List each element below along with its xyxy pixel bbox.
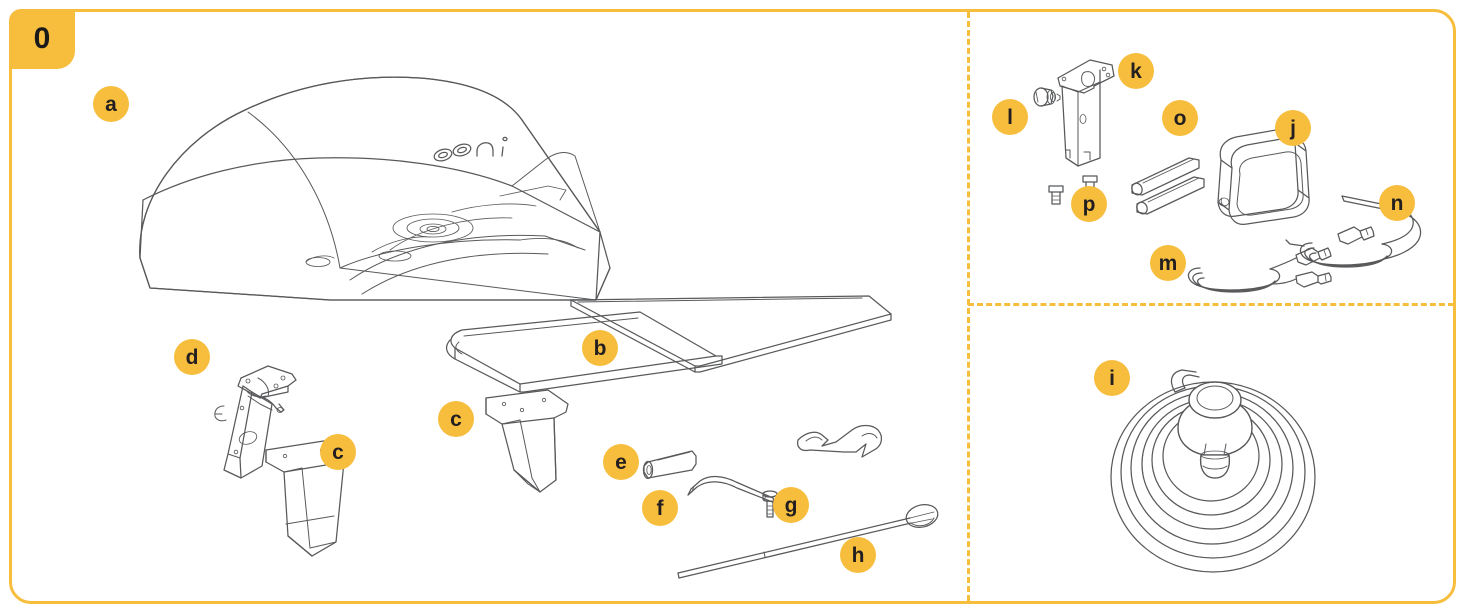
- gas-jet-art: [642, 450, 697, 480]
- callout-badge-gas-hose-regulator[interactable]: i: [1094, 360, 1130, 396]
- callout-badge-oven-leg[interactable]: c: [438, 401, 474, 437]
- callout-badge-short-cable[interactable]: m: [1150, 245, 1186, 281]
- panel-divider-horizontal: [968, 303, 1454, 306]
- callout-badge-long-cable[interactable]: n: [1379, 185, 1415, 221]
- callout-badge-batteries[interactable]: o: [1162, 100, 1198, 136]
- baking-stone-art: [445, 295, 892, 393]
- callout-badge-screw[interactable]: g: [773, 487, 809, 523]
- callout-badge-cleaning-brush-rod[interactable]: h: [840, 537, 876, 573]
- gas-hose-regulator-art: [1110, 369, 1316, 573]
- oven-leg-art-1: [485, 389, 569, 493]
- step-number-badge: 0: [9, 9, 75, 69]
- callout-badge-bolts[interactable]: p: [1071, 186, 1107, 222]
- callout-badge-burner-bracket[interactable]: d: [174, 339, 210, 375]
- callout-badge-burner-unit[interactable]: j: [1275, 110, 1311, 146]
- callout-badge-gas-jet[interactable]: e: [603, 444, 639, 480]
- burner-bracket-art: [214, 365, 297, 479]
- diagram-frame: [9, 9, 1456, 604]
- callout-badge-mounting-plate[interactable]: k: [1118, 53, 1154, 89]
- mounting-plate-art: [1057, 59, 1115, 167]
- batteries-art: [1131, 157, 1205, 215]
- brush-rod-art: [677, 504, 939, 579]
- callout-badge-bent-tube[interactable]: f: [642, 490, 678, 526]
- wrench-art: [796, 424, 883, 458]
- brand-wordmark: [433, 136, 508, 162]
- callout-badge-knob[interactable]: l: [992, 99, 1028, 135]
- callout-badge-baking-stone[interactable]: b: [582, 330, 618, 366]
- panel-divider-vertical: [967, 12, 970, 601]
- bent-tube-art: [687, 476, 776, 504]
- callout-badge-oven-body[interactable]: a: [93, 86, 129, 122]
- knob-art: [1033, 87, 1061, 107]
- oven-body-art: [139, 76, 611, 301]
- callout-badge-oven-leg[interactable]: c: [320, 434, 356, 470]
- short-cable-art: [1187, 247, 1332, 293]
